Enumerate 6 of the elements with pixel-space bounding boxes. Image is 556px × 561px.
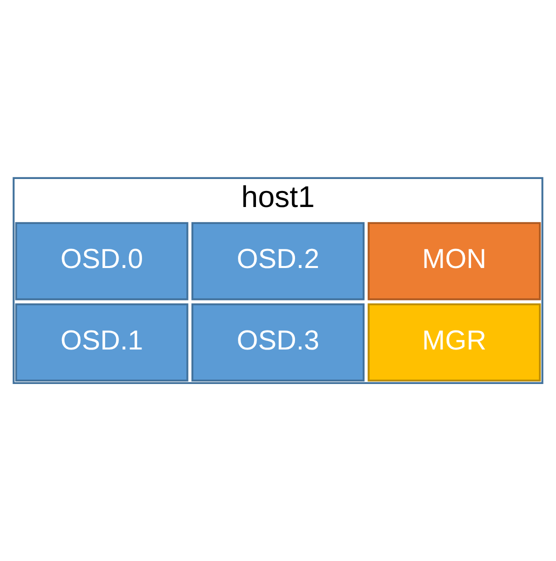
- node-box: OSD.0: [15, 222, 188, 300]
- node-box: OSD.1: [15, 303, 188, 382]
- node-box: OSD.3: [191, 303, 365, 382]
- node-box: MGR: [368, 303, 541, 382]
- node-box: OSD.2: [191, 222, 365, 300]
- node-box: MON: [368, 222, 541, 300]
